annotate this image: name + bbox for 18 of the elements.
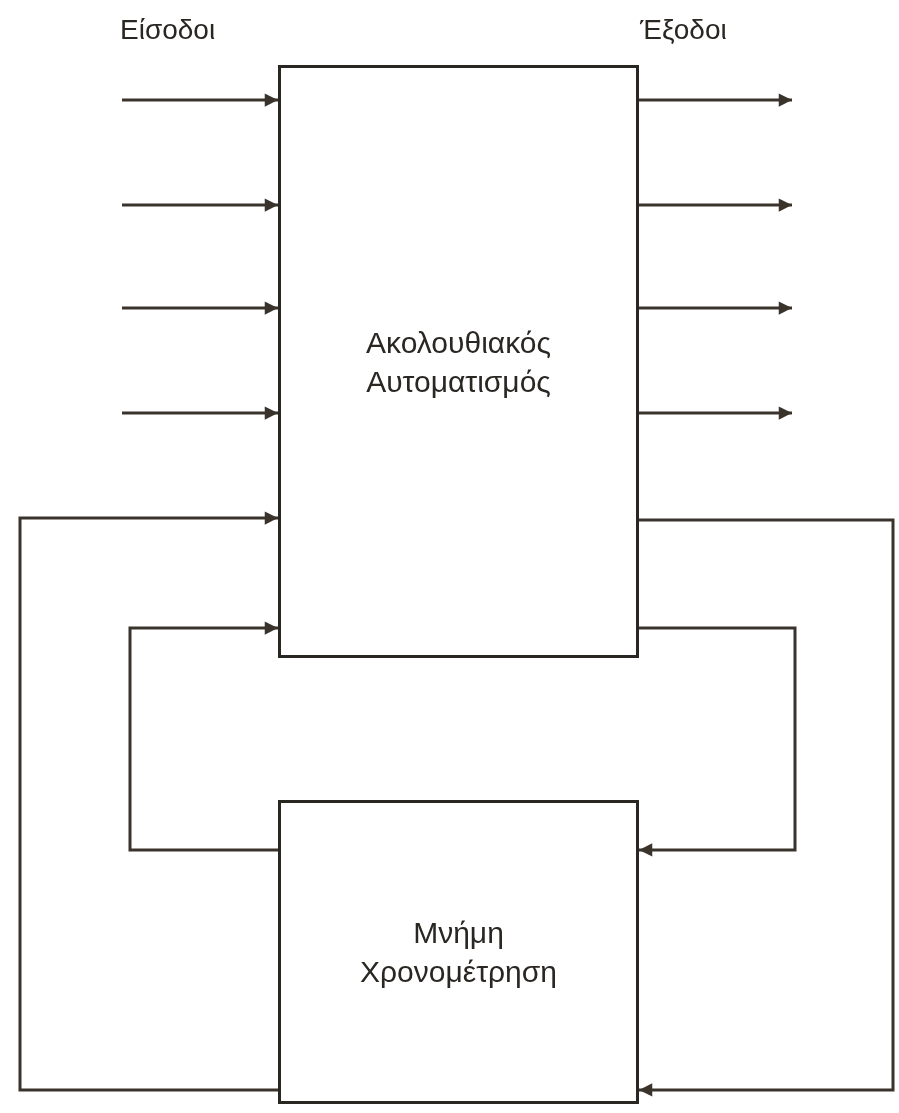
arrow <box>639 301 792 315</box>
arrow <box>639 518 895 1097</box>
signal-group-label: Έξοδοι <box>640 14 727 46</box>
arrow <box>639 198 792 212</box>
arrow <box>128 621 278 852</box>
arrow <box>122 301 278 315</box>
block-box <box>278 65 639 658</box>
block-box <box>278 800 639 1104</box>
block-label: Μνήμη Χρονομέτρηση <box>359 915 558 990</box>
arrow <box>122 406 278 420</box>
block-label: Ακολουθιακός Αυτοματισμός <box>365 324 552 400</box>
arrow <box>639 626 797 857</box>
arrow <box>639 93 792 107</box>
arrow <box>18 511 278 1092</box>
arrow <box>122 198 278 212</box>
signal-group-label: Είσοδοι <box>120 14 216 46</box>
arrow <box>639 406 792 420</box>
arrow <box>122 93 278 107</box>
